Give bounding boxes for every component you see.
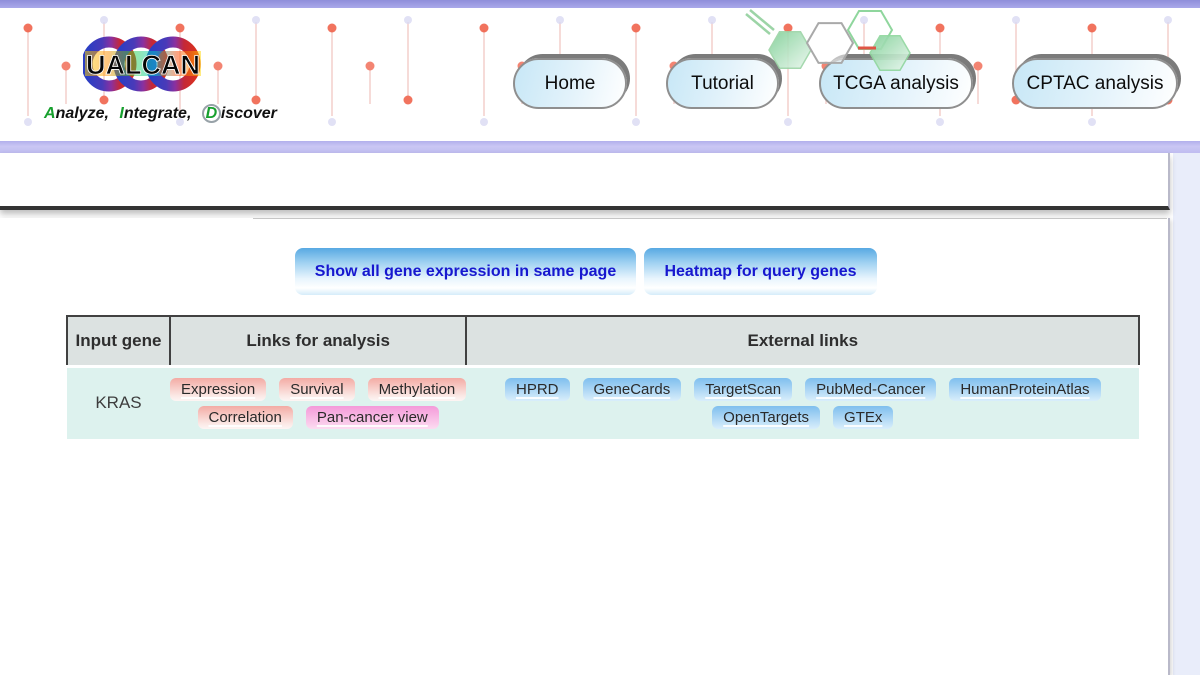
hprd-link[interactable]: HPRD — [504, 377, 570, 401]
genecards-link[interactable]: GeneCards — [582, 377, 682, 401]
nav-button-label: CPTAC analysis — [1026, 72, 1164, 94]
show-all-gene-expression-button[interactable]: Show all gene expression in same page — [295, 248, 636, 295]
correlation-link[interactable]: Correlation — [197, 405, 293, 429]
panel-top-line — [253, 218, 1167, 219]
nav-button-tcga-analysis[interactable]: TCGA analysis — [819, 58, 973, 109]
header-links-for-analysis: Links for analysis — [168, 315, 468, 367]
tagline-word-integrate: Integrate, — [119, 105, 191, 122]
magnifier-d-icon: D — [201, 104, 221, 123]
nav-button-label: Tutorial — [691, 72, 754, 94]
tagline-rest: ntegrate, — [123, 105, 192, 122]
tagline-initial: A — [44, 105, 56, 122]
results-panel: Show all gene expression in same page He… — [0, 218, 1170, 675]
heatmap-query-genes-button[interactable]: Heatmap for query genes — [644, 248, 877, 295]
opentargets-link[interactable]: OpenTargets — [712, 405, 821, 429]
tagline-rest: nalyze, — [55, 105, 109, 122]
humanproteinatlas-link[interactable]: HumanProteinAtlas — [949, 377, 1101, 401]
header-input-gene: Input gene — [66, 315, 171, 367]
purple-divider-bar — [0, 141, 1200, 153]
action-button-label: Heatmap for query genes — [664, 262, 857, 280]
methylation-link[interactable]: Methylation — [367, 377, 467, 401]
top-purple-strip — [0, 0, 1200, 8]
tagline-initial: I — [119, 105, 124, 122]
header-external-links: External links — [465, 315, 1141, 367]
external-links-line-1: HPRD GeneCards TargetScan PubMed-Cancer … — [466, 377, 1139, 401]
pan-cancer-view-link[interactable]: Pan-cancer view — [305, 405, 439, 429]
gene-links-table: Input gene Links for analysis External l… — [66, 315, 1141, 439]
external-links-line-2: OpenTargets GTEx — [466, 405, 1139, 429]
tagline-word-analyze: Analyze, — [44, 105, 109, 122]
nav-button-cptac-analysis[interactable]: CPTAC analysis — [1012, 58, 1178, 109]
external-links-cell: HPRD GeneCards TargetScan PubMed-Cancer … — [466, 364, 1140, 439]
analysis-links-line-2: Correlation Pan-cancer view — [170, 405, 466, 429]
tagline-rest: iscover — [220, 105, 277, 122]
analysis-links-line-1: Expression Survival Methylation — [170, 377, 467, 401]
nav-button-home[interactable]: Home — [513, 58, 627, 109]
table-row: KRAS Expression Survival Methylation Cor… — [67, 364, 1140, 439]
targetscan-link[interactable]: TargetScan — [694, 377, 793, 401]
toolbar-band — [0, 153, 1170, 210]
logo-text: UALCAN — [86, 50, 200, 80]
nav-button-tutorial[interactable]: Tutorial — [666, 58, 779, 109]
site-logo[interactable]: UALCAN — [81, 24, 203, 109]
pubmed-cancer-link[interactable]: PubMed-Cancer — [805, 377, 937, 401]
logo-rings-graphic: UALCAN — [81, 36, 201, 92]
gtex-link[interactable]: GTEx — [833, 405, 894, 429]
survival-link[interactable]: Survival — [279, 377, 355, 401]
action-button-label: Show all gene expression in same page — [314, 262, 617, 280]
nav-button-label: Home — [544, 72, 596, 94]
nav-button-label: TCGA analysis — [833, 72, 959, 94]
right-background-strip — [1173, 153, 1200, 675]
table-header-row: Input gene Links for analysis External l… — [66, 315, 1141, 367]
analysis-links-cell: Expression Survival Methylation Correlat… — [170, 364, 467, 439]
gene-name-cell: KRAS — [67, 364, 170, 439]
expression-link[interactable]: Expression — [170, 377, 267, 401]
